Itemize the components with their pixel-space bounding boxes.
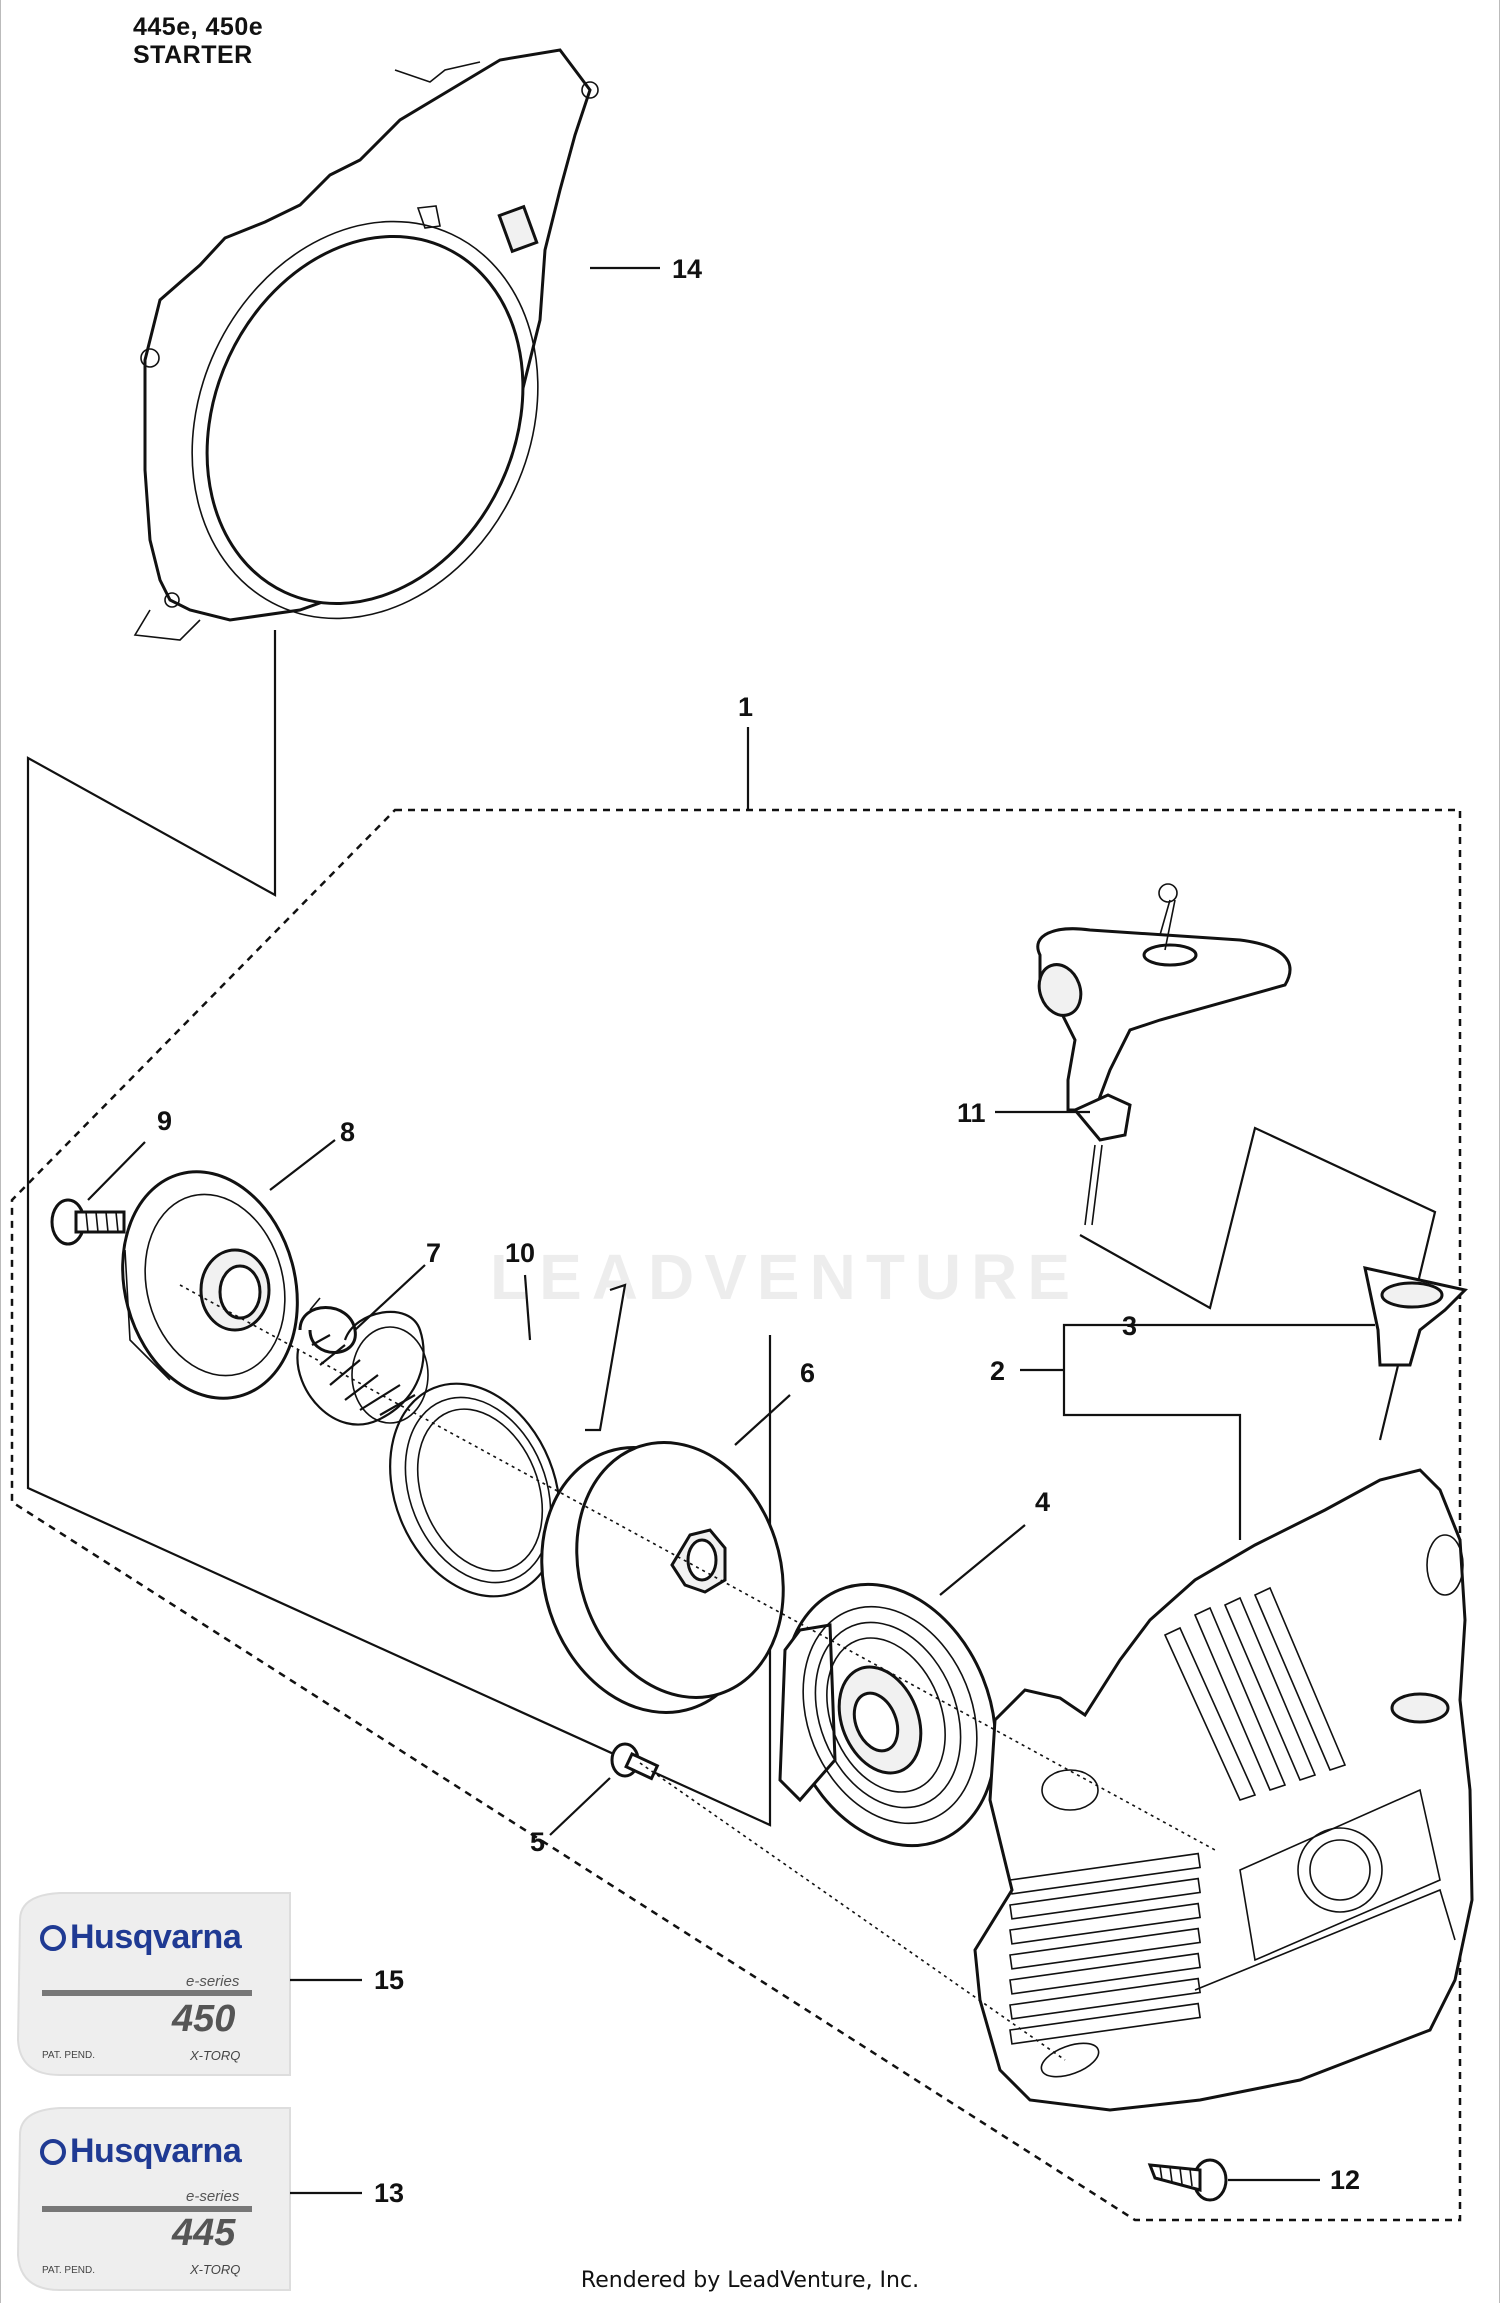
callout-8: 8: [340, 1117, 356, 1147]
part-8-hub: [121, 1170, 299, 1400]
decal-445-brand: Husqvarna: [40, 2132, 242, 2171]
decal-445: [16, 2107, 291, 2291]
part-3-bushing: [1363, 1266, 1468, 1367]
housing-vents-top: [1163, 1586, 1347, 1801]
assembly-1-boundary: [10, 808, 1462, 2222]
leader-8: [269, 1139, 336, 1191]
callout-1: 1: [738, 692, 754, 722]
leader-7: [354, 1264, 426, 1331]
diagram-title-models: 445e, 450e: [133, 13, 264, 41]
decal-450-model: 450: [172, 1998, 236, 2040]
leader-9: [87, 1141, 146, 1201]
callout-7: 7: [426, 1238, 442, 1268]
decal-450-torq: X-TORQ: [190, 2048, 241, 2063]
callout-12: 12: [1330, 2165, 1361, 2195]
leader-5: [549, 1777, 611, 1836]
decal-445-pat: PAT. PEND.: [42, 2265, 95, 2276]
part-5-screw: [610, 1742, 660, 1781]
decal-450: [16, 1892, 291, 2076]
callout-3: 3: [1122, 1311, 1138, 1341]
callout-14: 14: [672, 254, 703, 284]
footer-credit: Rendered by LeadVenture, Inc.: [580, 2268, 920, 2293]
callout-13: 13: [374, 2178, 405, 2208]
callout-6: 6: [800, 1358, 816, 1388]
decal-445-series: e-series: [186, 2188, 240, 2205]
decal-445-torq: X-TORQ: [190, 2262, 241, 2277]
part-12-screw: [1147, 2158, 1228, 2202]
outline-frame-left: [26, 630, 772, 1827]
callout-11: 11: [957, 1098, 986, 1128]
callout-5: 5: [530, 1827, 546, 1857]
axis-line-1: [179, 1284, 1216, 1851]
part-6-pulley: [540, 1441, 785, 1714]
part-2-starter-housing: [973, 1468, 1474, 2112]
axis-line-2: [639, 1762, 1066, 2061]
decal-445-model: 445: [172, 2212, 236, 2254]
part-7-spring: [296, 1297, 429, 1426]
part-14-housing: [133, 48, 599, 641]
part-11-handle: [1036, 883, 1292, 1226]
husqvarna-logo-icon: [40, 1925, 66, 1951]
leader-6: [734, 1394, 791, 1446]
decal-450-pat: PAT. PEND.: [42, 2050, 95, 2061]
callout-4: 4: [1035, 1487, 1051, 1517]
part-9-bolt: [50, 1198, 126, 1246]
diagram-title-section: STARTER: [133, 41, 253, 69]
decal-450-brand: Husqvarna: [40, 1918, 242, 1957]
leader-4: [939, 1524, 1026, 1596]
part-10-rope: [389, 1283, 627, 1598]
housing-vents-left: [1009, 1852, 1202, 2045]
decal-450-series: e-series: [186, 1973, 240, 1990]
husqvarna-logo-icon: [40, 2139, 66, 2165]
callout-15: 15: [374, 1965, 405, 1995]
callout-2: 2: [990, 1356, 1006, 1386]
part-4-cassette: [778, 1582, 998, 1848]
leader-10: [523, 1274, 532, 1341]
watermark: LEADVENTURE: [490, 1241, 1081, 1313]
callout-10: 10: [505, 1238, 536, 1268]
callout-9: 9: [157, 1106, 173, 1136]
leader-2-bracket: [1062, 1323, 1242, 1540]
